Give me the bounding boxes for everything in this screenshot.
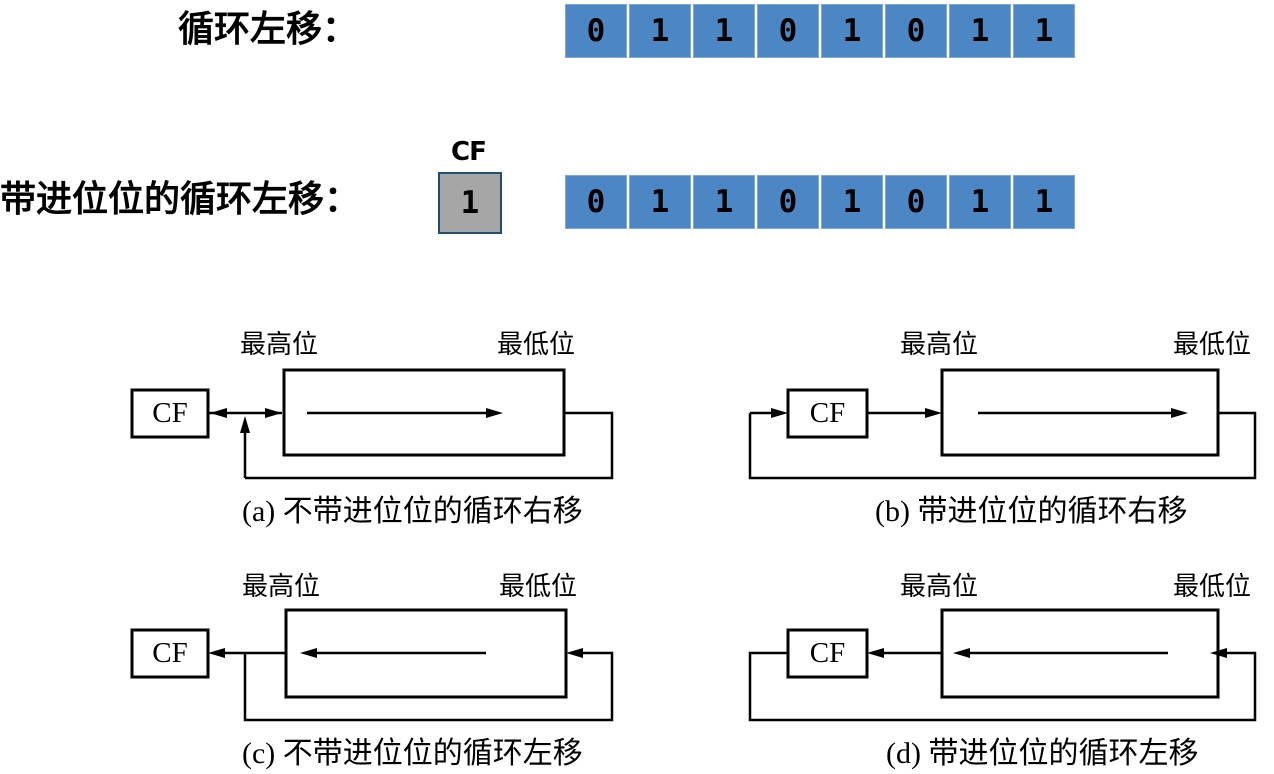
bit-cell: 1	[949, 175, 1011, 229]
bit-cell: 1	[629, 4, 691, 58]
arrowhead-left	[953, 648, 970, 658]
cf-flag-label: CF	[451, 137, 487, 167]
lsb-label: 最低位	[497, 330, 576, 359]
bit-cell: 1	[821, 4, 883, 58]
bit-cell: 0	[757, 4, 819, 58]
bit-cell: 1	[693, 4, 755, 58]
arrowhead-left	[210, 408, 227, 418]
cf-box-label: CF	[152, 397, 188, 429]
bit-cell: 0	[885, 175, 947, 229]
bit-cell: 1	[1013, 175, 1075, 229]
diagram-d-drawing	[748, 608, 1257, 722]
bit-cell: 1	[693, 175, 755, 229]
msb-label: 最高位	[242, 572, 321, 601]
diagram-d: 最高位 最低位 CF (d) 带进位位的循环左移	[720, 565, 1274, 774]
msb-label: 最高位	[900, 572, 979, 601]
bit-array-row2: 0 1 1 0 1 0 1 1	[565, 175, 1075, 229]
cf-box-label: CF	[152, 637, 188, 669]
arrowhead-left	[300, 648, 317, 658]
arrowhead-left	[867, 648, 884, 658]
arrowhead-left	[1210, 648, 1227, 658]
lsb-label: 最低位	[1173, 330, 1252, 359]
rotate-loop-path	[748, 411, 1257, 480]
diagram-b-caption: (b) 带进位位的循环右移	[875, 495, 1188, 528]
rotate-loop-path	[245, 411, 614, 480]
bit-cell: 1	[821, 175, 883, 229]
diagram-d-caption: (d) 带进位位的循环左移	[886, 737, 1199, 770]
bit-cell: 1	[949, 4, 1011, 58]
lsb-label: 最低位	[1173, 572, 1252, 601]
bit-cell: 0	[885, 4, 947, 58]
arrowhead-up	[240, 416, 250, 433]
diagram-a-drawing	[130, 368, 614, 480]
cf-box	[130, 628, 210, 679]
rotate-left-label: 循环左移：	[178, 9, 359, 49]
arrowhead-left	[566, 648, 583, 658]
cf-box	[786, 628, 869, 679]
arrowhead-right	[925, 408, 942, 418]
diagram-c-drawing	[130, 608, 614, 722]
diagram-a: 最高位 最低位 CF (a) 不带进位位的循环右移	[100, 325, 650, 540]
bit-array-row1: 0 1 1 0 1 0 1 1	[565, 4, 1075, 58]
bit-cell: 1	[629, 175, 691, 229]
lsb-label: 最低位	[499, 572, 578, 601]
bit-cell: 0	[757, 175, 819, 229]
arrowhead-right	[1171, 408, 1188, 418]
cf-box	[130, 388, 210, 439]
msb-label: 最高位	[240, 330, 319, 359]
cf-box-label: CF	[809, 397, 846, 429]
arrowhead-right	[265, 408, 282, 418]
arrowhead-right	[486, 408, 503, 418]
diagram-b: 最高位 最低位 CF (b) 带进位位的循环右移	[720, 325, 1274, 540]
bit-cell: 0	[565, 175, 627, 229]
diagram-a-caption: (a) 不带进位位的循环右移	[242, 495, 583, 528]
diagram-c: 最高位 最低位 CF (c) 不带进位位的循环左移	[100, 565, 650, 774]
arrowhead-right	[771, 408, 788, 418]
diagram-b-drawing	[748, 368, 1257, 480]
msb-label: 最高位	[900, 330, 979, 359]
bit-cell: 1	[1013, 4, 1075, 58]
rotate-left-carry-label: 带进位位的循环左移：	[0, 179, 361, 219]
rotate-loop-path	[243, 651, 614, 722]
cf-box-label: CF	[809, 637, 846, 669]
arrowhead-left	[208, 648, 225, 658]
diagram-c-caption: (c) 不带进位位的循环左移	[242, 737, 583, 770]
bit-cell: 0	[565, 4, 627, 58]
cf-value-box: 1	[438, 172, 502, 234]
rotate-loop-path	[748, 651, 1257, 722]
